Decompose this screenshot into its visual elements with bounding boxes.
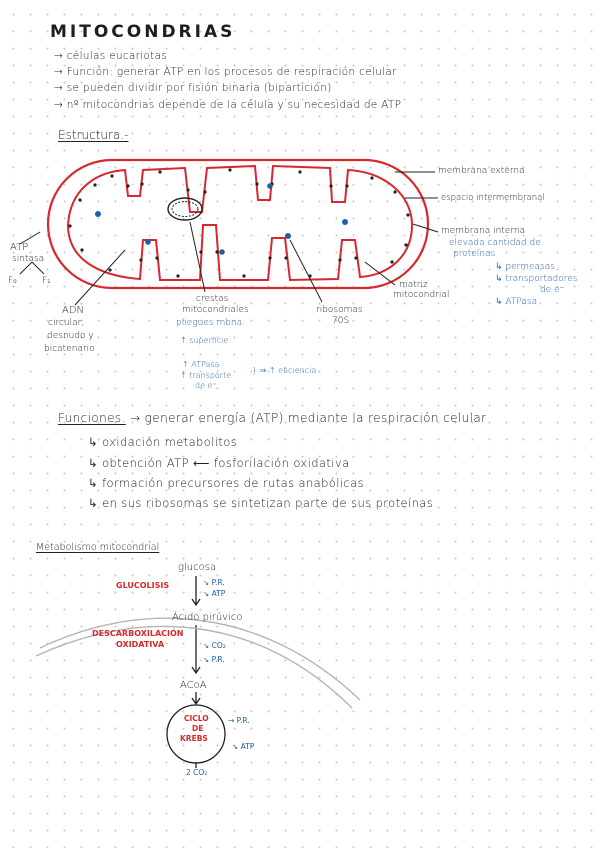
label-ciclo: CICLO [184,714,209,723]
label-ribosomas: ribosomas [316,305,363,315]
label-glucosa: glucosa [178,562,217,573]
label-pr-2: ↘ P.R. [203,655,225,664]
atp-synthase-dots [68,168,410,278]
label-permeasas: ↳ permeasas [495,262,555,272]
label-f0: F₀ [8,276,17,286]
label-acido-piruvico: Ácido pirúvico [172,612,243,623]
label-membrana-interna: membrana interna [441,226,526,236]
intro-line-2: → Función: generar ATP en los procesos d… [54,66,397,78]
pointer-lines [19,171,439,306]
intro-line-1: → células eucariotas [54,50,168,62]
label-krebs: KREBS [180,734,208,743]
label-atp-3: ↘ ATP [232,742,255,751]
krebs-cycle-circle [166,704,226,764]
label-transporte-e: de e⁻ [195,381,217,390]
label-circular: circular, [48,318,85,328]
label-atp: ATP [10,242,29,253]
label-desnudo: desnudo y [47,331,94,341]
label-matriz: matriz [399,280,428,290]
intro-line-3: → se pueden dividir por fisión binaria (… [54,82,332,94]
label-eficiencia: } ⇒ ↑ eficiencia [252,366,317,375]
label-pr-3: → P.R. [228,716,250,725]
label-mitocondrial: mitocondrial [393,290,450,300]
label-atpasa: ↳ ATPasa [495,297,538,307]
label-glucolisis: GLUCOLISIS [116,581,170,590]
label-acoa: ACoA [180,680,207,691]
label-membrana-externa: membrana externa [438,166,525,176]
funcion-item-2: ↳ obtención ATP ⟵ fosforilación oxidativ… [88,456,350,470]
label-atp-1: ↘ ATP [203,589,226,598]
funciones-line-1: → generar energía (ATP) mediante la resp… [130,411,487,425]
label-pr-1: ↘ P.R. [203,578,225,587]
label-transportadores: ↳ transportadores [495,274,578,284]
ribosomes [95,183,348,255]
metabolism-arrows [191,576,201,768]
mitochondria-outline-arcs [35,617,361,709]
label-sintasa: sintasa [12,254,45,264]
funciones-block: Funciones. → generar energía (ATP) media… [58,411,486,425]
label-f1: F₁ [42,276,51,286]
label-bicatenario: bicatenario [44,344,95,354]
label-70s: 70S [332,316,350,326]
metabolismo-heading: Metabolismo mitocondrial [36,542,160,553]
funciones-heading: Funciones. [58,411,126,425]
outer-membrane [46,158,430,290]
label-transporte: ↑ transporte [180,371,232,380]
label-descarboxilacion: DESCARBOXILACIÓN [92,629,184,638]
funcion-item-1: ↳ oxidación metabolitos [88,435,238,449]
label-crestas: crestas [196,294,229,304]
label-mitocondriales: mitocondriales [182,305,249,315]
estructura-heading: Estructura.- [58,128,129,142]
label-de-e: de e⁻ [540,285,565,295]
circular-dna [167,197,203,221]
label-de: DE [192,724,204,733]
label-superficie: ↑ superficie [180,336,229,345]
funcion-item-3: ↳ formación precursores de rutas anabóli… [88,476,364,490]
label-espacio-intermembranal: espacio intermembranal [441,193,545,203]
label-proteinas: proteínas [453,249,496,259]
inner-membrane [66,164,414,282]
label-atpasa-up: ↑ ATPasa [182,360,220,369]
label-elevada-cantidad: elevada cantidad de [449,238,541,248]
label-adn: ADN [62,305,85,316]
label-co2-1: ↘ CO₂ [203,641,226,650]
label-pliegues: pliegues mbna. [176,318,246,328]
funcion-item-4: ↳ en sus ribosomas se sintetizan parte d… [88,496,434,510]
label-2co2: 2 CO₂ [186,768,208,777]
label-oxidativa: OXIDATIVA [116,640,165,649]
intro-line-4: → nº mitocondrias depende de la célula y… [54,99,402,111]
page-title: MITOCONDRIAS [50,22,236,42]
